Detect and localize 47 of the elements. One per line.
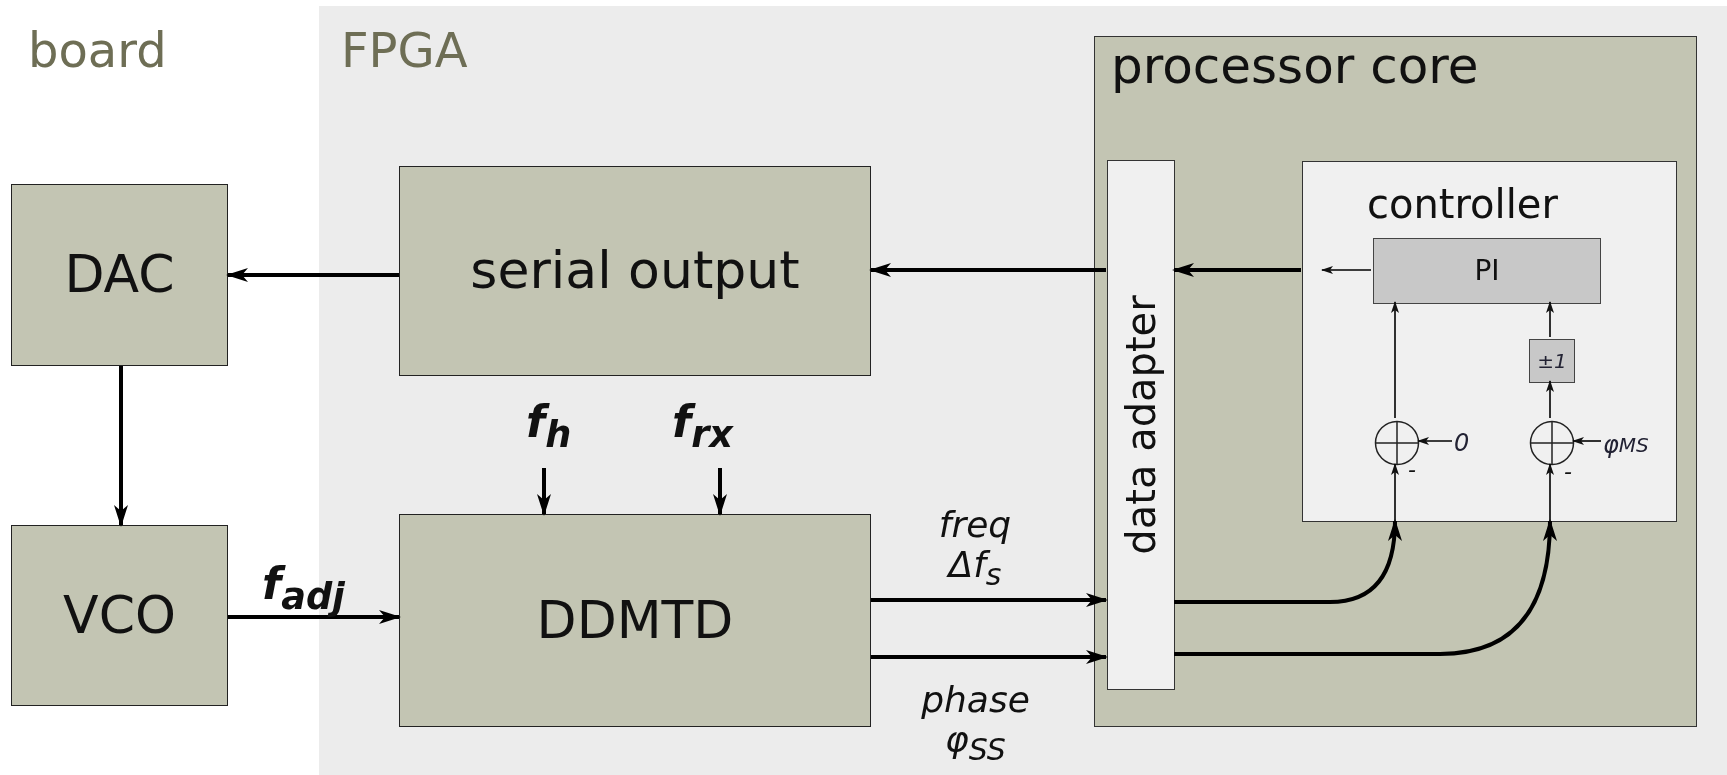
edge-label: f$_{rx}$ bbox=[672, 398, 733, 456]
processor-core-box bbox=[1094, 36, 1697, 727]
controller-box bbox=[1302, 161, 1677, 522]
edge-label: - bbox=[1408, 458, 1416, 483]
box-label: VCO bbox=[63, 586, 176, 645]
arrow bbox=[1174, 519, 1557, 656]
process-box bbox=[399, 514, 871, 727]
box-label: DAC bbox=[64, 246, 175, 304]
box-title: controller bbox=[1367, 182, 1558, 226]
region-title: FPGA bbox=[341, 24, 468, 77]
arrow bbox=[1572, 437, 1602, 445]
edge-label: phase φ$_{SS}$ bbox=[920, 680, 1031, 766]
arrow bbox=[871, 650, 1108, 664]
arrow bbox=[1391, 301, 1399, 419]
region-title: board bbox=[28, 24, 167, 77]
box-label: serial output bbox=[470, 242, 800, 300]
arrow bbox=[537, 468, 551, 516]
process-box bbox=[399, 166, 871, 376]
pi-block bbox=[1373, 238, 1601, 304]
arrow bbox=[1546, 301, 1554, 338]
box-label: DDMTD bbox=[536, 591, 734, 650]
arrow bbox=[1321, 266, 1372, 274]
arrow bbox=[1417, 437, 1453, 445]
edge-label: f$_{h}$ bbox=[526, 398, 572, 456]
arrow bbox=[1546, 463, 1554, 522]
arrow bbox=[871, 593, 1108, 607]
sign-block bbox=[1529, 339, 1575, 383]
arrow bbox=[228, 610, 401, 624]
arrow bbox=[114, 366, 128, 527]
box-title: processor core bbox=[1111, 39, 1479, 94]
arrow bbox=[1174, 519, 1402, 604]
arrow bbox=[226, 268, 399, 282]
arrow bbox=[713, 468, 727, 516]
block-label: PI bbox=[1474, 255, 1500, 287]
arrow bbox=[869, 263, 1106, 277]
process-box bbox=[11, 184, 228, 366]
arrow bbox=[1172, 263, 1301, 277]
block-label: ±1 bbox=[1537, 350, 1567, 372]
edge-label: - bbox=[1564, 460, 1572, 485]
edge-label: freq Δf$_{s}$ bbox=[937, 505, 1013, 591]
arrow bbox=[1391, 463, 1399, 522]
edge-label: f$_{adj}$ bbox=[262, 560, 345, 618]
process-box bbox=[11, 525, 228, 706]
input-label: 0 bbox=[1454, 426, 1478, 460]
box-label: data adapter bbox=[1119, 295, 1163, 555]
arrow bbox=[1546, 380, 1554, 419]
adapter-box bbox=[1107, 160, 1175, 690]
